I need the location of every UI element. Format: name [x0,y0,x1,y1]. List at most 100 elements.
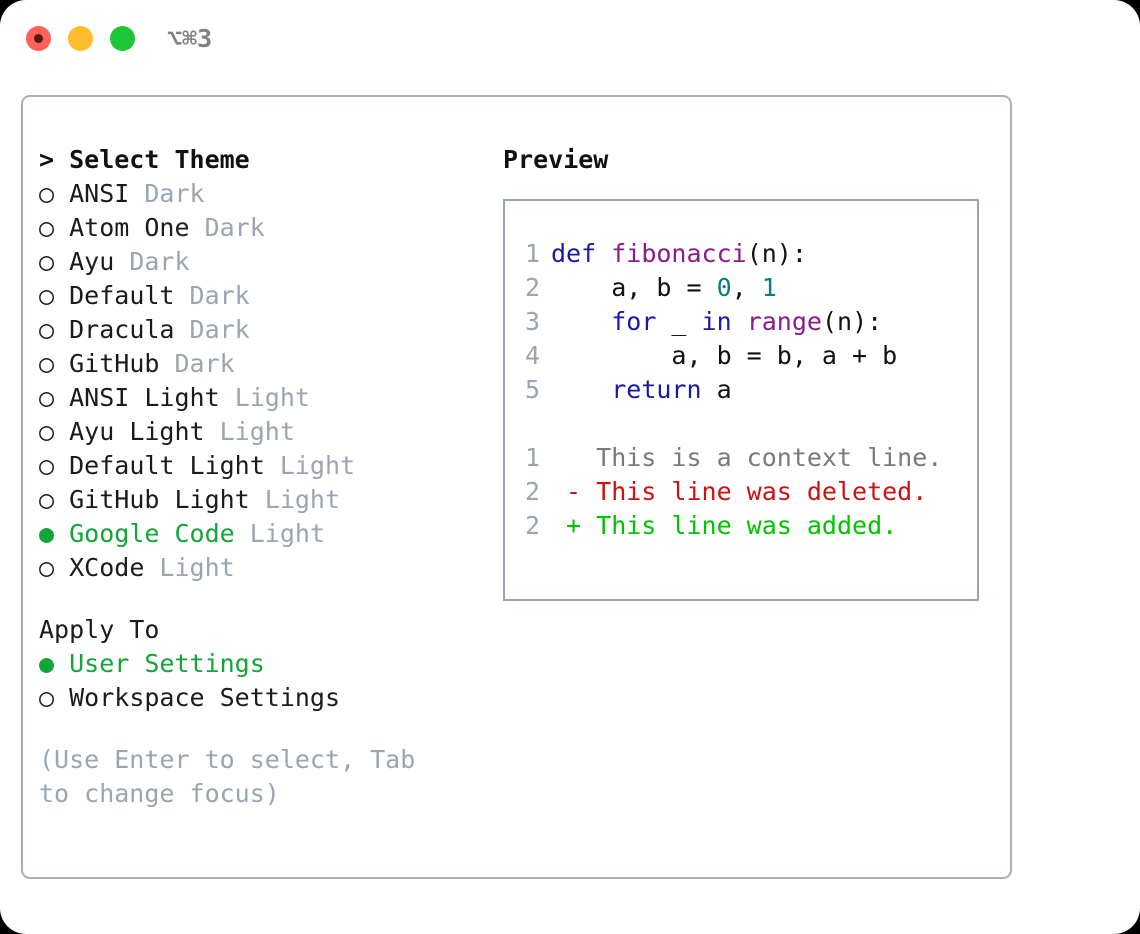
theme-option-label: GitHub Light [69,485,265,514]
theme-option-label: Default [69,281,190,310]
apply-to-heading: Apply To [39,615,160,644]
code-token: range [746,307,822,336]
code-token: _ [656,307,702,336]
code-token: a, b = [551,273,717,302]
code-token: a [701,375,732,404]
radio-selected-icon: ● [39,649,70,678]
close-button-icon[interactable] [26,26,51,51]
code-token: , [731,273,762,302]
theme-variant-tag: Light [279,451,356,480]
code-line: 3 for _ in range(n): [505,305,977,339]
theme-option[interactable]: ○ GitHub Dark [39,347,479,381]
radio-unselected-icon: ○ [39,179,70,208]
theme-option-label: Atom One [69,213,205,242]
diff-line: 2 - This line was deleted. [505,475,977,509]
theme-variant-tag: Light [249,519,325,548]
theme-option[interactable]: ○ Ayu Light Light [39,415,479,449]
theme-option[interactable]: ○ GitHub Light Light [39,483,479,517]
theme-option-label: Ayu Light [69,417,220,446]
theme-variant-tag: Dark [174,349,235,378]
diff-text: - This line was deleted. [551,477,928,506]
theme-list[interactable]: ○ ANSI Dark○ Atom One Dark○ Ayu Dark○ De… [39,177,479,585]
theme-variant-tag: Light [159,553,235,582]
radio-unselected-icon: ○ [39,383,70,412]
line-number: 2 [525,477,541,506]
theme-variant-tag: Dark [144,179,205,208]
line-number: 2 [525,511,541,540]
theme-option[interactable]: ○ ANSI Dark [39,177,479,211]
radio-unselected-icon: ○ [39,281,70,310]
theme-variant-tag: Light [234,383,310,412]
theme-option[interactable]: ○ Ayu Dark [39,245,479,279]
theme-option[interactable]: ○ Atom One Dark [39,211,479,245]
theme-option[interactable]: ● Google Code Light [39,517,479,551]
code-token: def [551,239,612,268]
radio-unselected-icon: ○ [39,247,70,276]
theme-option[interactable]: ○ Dracula Dark [39,313,479,347]
code-token: (n): [821,307,883,336]
apply-to-list[interactable]: ● User Settings○ Workspace Settings [39,647,479,715]
theme-variant-tag: Dark [189,281,250,310]
radio-unselected-icon: ○ [39,451,70,480]
theme-option-label: ANSI Light [69,383,235,412]
code-line: 2 a, b = 0, 1 [505,271,977,305]
preview-heading: Preview [503,145,609,174]
theme-option-label: GitHub [69,349,175,378]
radio-unselected-icon: ○ [39,683,70,712]
radio-unselected-icon: ○ [39,485,70,514]
maximize-button-icon[interactable] [110,26,135,51]
code-token [551,307,611,336]
theme-option-label: Ayu [69,247,130,276]
apply-to-option[interactable]: ● User Settings [39,647,479,681]
line-number: 1 [525,443,541,472]
main-panel: > Select Theme ○ ANSI Dark○ Atom One Dar… [21,95,1012,879]
traffic-light-buttons [26,26,135,51]
line-number: 5 [525,375,541,404]
code-token: 0 [716,273,732,302]
code-token: return [611,375,702,404]
theme-option-label: Default Light [69,451,280,480]
theme-variant-tag: Light [264,485,341,514]
apply-to-option-label: Workspace Settings [69,683,341,712]
code-token: fibonacci [611,239,747,268]
radio-selected-icon: ● [39,519,70,548]
code-line: 5 return a [505,373,977,407]
line-number: 3 [525,307,541,336]
keyboard-hint-text: (Use Enter to select, Tab to change focu… [39,745,431,808]
diff-text: + This line was added. [551,511,898,540]
line-number: 1 [525,239,541,268]
title-bar: ⌥⌘3 [0,0,1140,78]
radio-unselected-icon: ○ [39,349,70,378]
apply-to-option[interactable]: ○ Workspace Settings [39,681,479,715]
minimize-button-icon[interactable] [68,26,93,51]
code-token [551,375,611,404]
radio-unselected-icon: ○ [39,213,70,242]
code-token: in [701,307,732,336]
theme-option-label: Dracula [69,315,190,344]
theme-option-label: ANSI [69,179,145,208]
apply-to-option-label: User Settings [69,649,265,678]
theme-option-label: Google Code [69,519,250,548]
theme-option-label: XCode [69,553,160,582]
theme-variant-tag: Dark [204,213,265,242]
theme-option[interactable]: ○ ANSI Light Light [39,381,479,415]
theme-picker-column: > Select Theme ○ ANSI Dark○ Atom One Dar… [39,143,479,811]
theme-option[interactable]: ○ XCode Light [39,551,479,585]
theme-variant-tag: Light [219,417,295,446]
radio-unselected-icon: ○ [39,553,70,582]
diff-text: This is a context line. [551,443,943,472]
radio-unselected-icon: ○ [39,315,70,344]
radio-unselected-icon: ○ [39,417,70,446]
theme-option[interactable]: ○ Default Light Light [39,449,479,483]
keyboard-shortcut-label: ⌥⌘3 [167,24,213,53]
theme-option[interactable]: ○ Default Dark [39,279,479,313]
diff-line: 1 This is a context line. [505,441,977,475]
select-theme-heading: > Select Theme [39,145,250,174]
diff-sample: 1 This is a context line.2 - This line w… [505,441,977,543]
code-token: 1 [761,273,777,302]
code-token: for [611,307,657,336]
